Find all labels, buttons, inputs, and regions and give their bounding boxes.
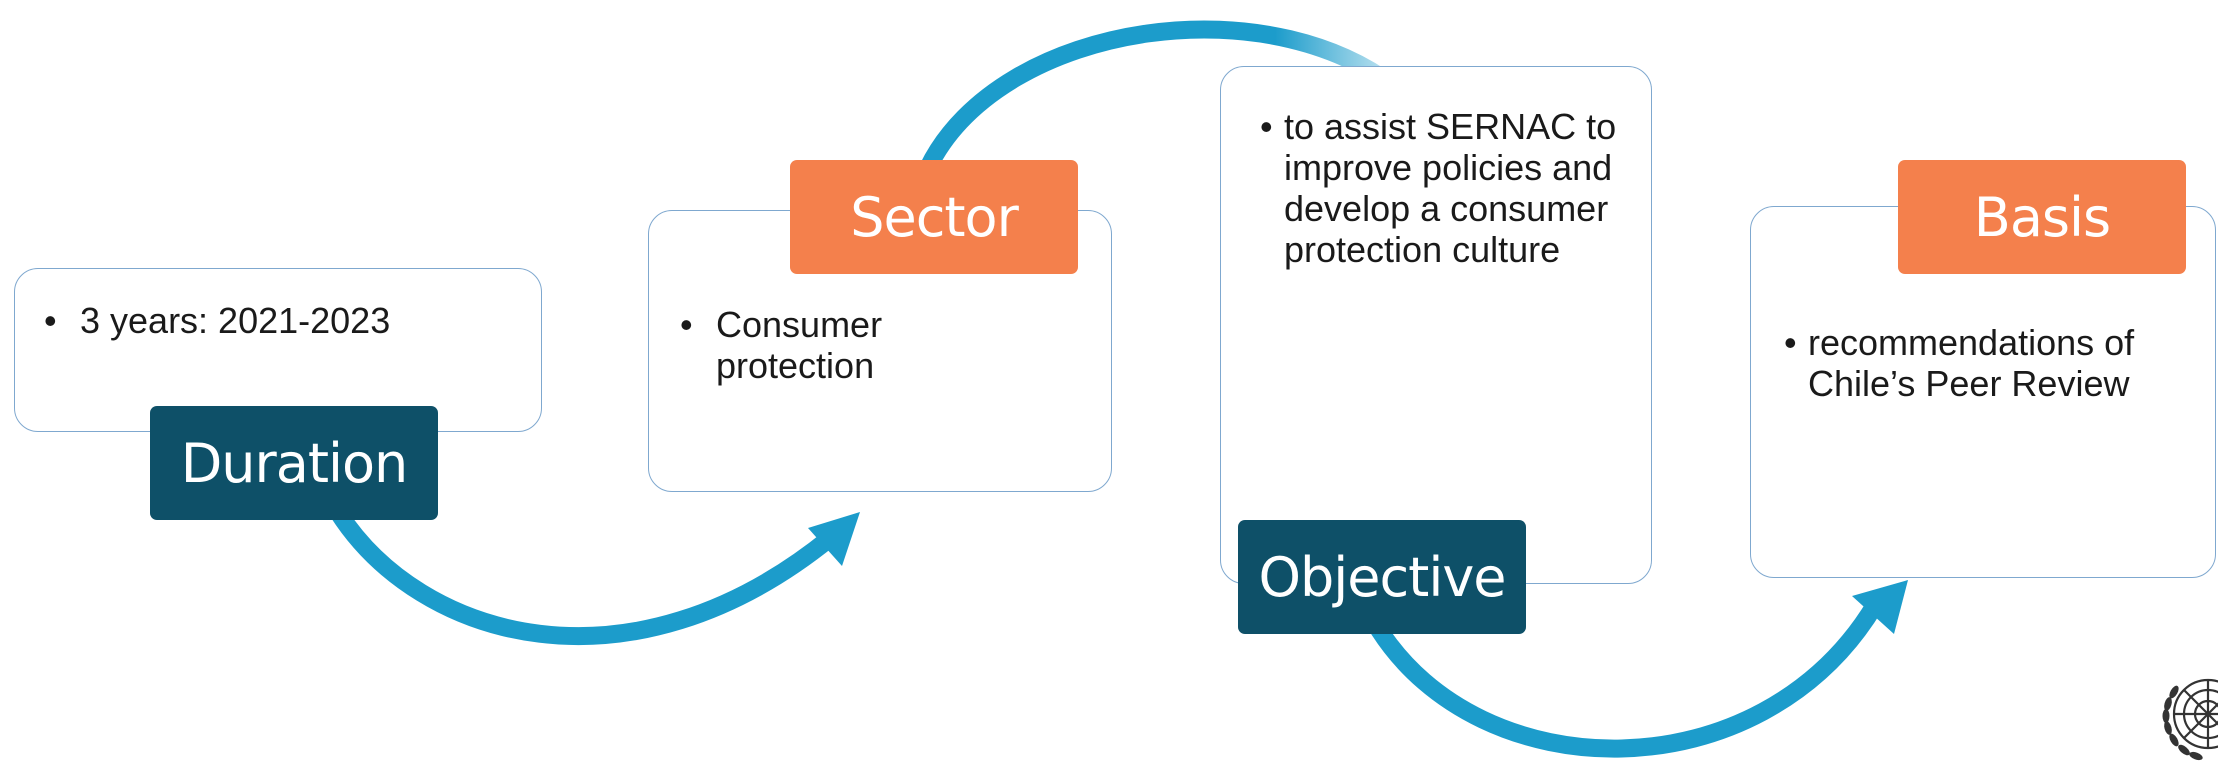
basis-bullet-list: recommendations of Chile’s Peer Review	[1784, 322, 2184, 404]
arrow-objective-to-basis	[1370, 580, 1908, 758]
objective-bullet: to assist SERNAC to improve policies and…	[1260, 106, 1620, 270]
arrow-sector-to-objective	[919, 20, 1417, 172]
duration-bullet-list: 3 years: 2021-2023	[44, 300, 514, 341]
duration-label: Duration	[150, 406, 438, 520]
arrow-duration-to-sector	[330, 507, 860, 646]
sector-bullet-list: Consumer protection	[680, 304, 980, 386]
sector-label: Sector	[790, 160, 1078, 274]
duration-card	[14, 268, 542, 432]
sector-bullet: Consumer protection	[680, 304, 980, 386]
un-emblem-icon	[2162, 678, 2218, 761]
basis-label: Basis	[1898, 160, 2186, 274]
basis-bullet: recommendations of Chile’s Peer Review	[1784, 322, 2184, 404]
objective-bullet-list: to assist SERNAC to improve policies and…	[1260, 106, 1620, 270]
objective-label: Objective	[1238, 520, 1526, 634]
duration-bullet: 3 years: 2021-2023	[44, 300, 514, 341]
